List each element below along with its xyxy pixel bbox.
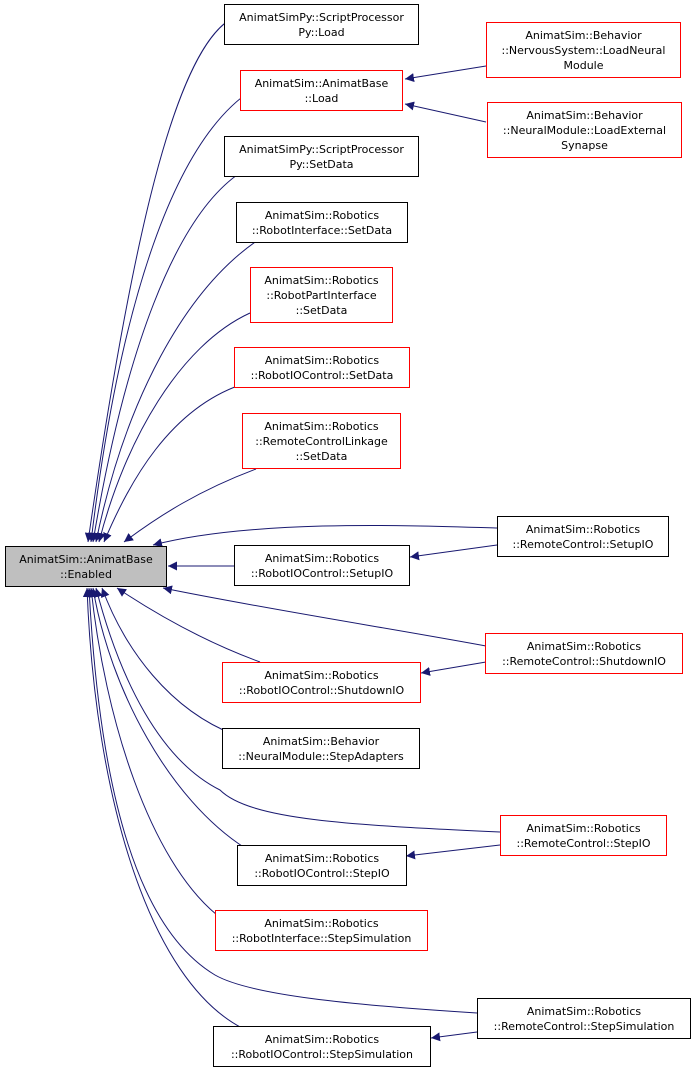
node-line: AnimatSim::Robotics [525, 522, 641, 536]
node-animatbase-enabled: AnimatSim::AnimatBase ::Enabled [5, 546, 167, 587]
edge-neuralmodule-animatbase-load [404, 101, 487, 123]
node-line: AnimatSim::Robotics [264, 419, 379, 433]
node-line: Py::SetData [289, 157, 354, 171]
node-line: Module [563, 58, 604, 72]
edge-scriptproc-setdata [90, 174, 238, 543]
node-robotiocontrol-stepio[interactable]: AnimatSim::Robotics ::RobotIOControl::St… [237, 845, 407, 886]
edge-remotecontrol-setupio-robotio [409, 544, 498, 561]
node-line: AnimatSim::Behavior [526, 108, 643, 122]
node-robotiocontrol-stepsimulation[interactable]: AnimatSim::Robotics ::RobotIOControl::St… [213, 1026, 431, 1067]
edge-robotiocontrol-shutdownio [116, 587, 261, 663]
node-line: AnimatSim::Robotics [526, 821, 641, 835]
node-line: AnimatSim::Robotics [264, 1032, 380, 1046]
node-line: ::RobotInterface::StepSimulation [231, 931, 412, 945]
edge-nervoussystem-animatbase-load [404, 65, 487, 83]
edge-remotecontrol-stepio-root [93, 587, 501, 833]
node-line: ::SetData [295, 449, 348, 463]
node-line: ::RobotPartInterface [266, 288, 377, 302]
node-line: Py::Load [298, 25, 345, 39]
node-line: ::RobotIOControl::ShutdownIO [238, 683, 405, 697]
edge-robotinterface-stepsimulation [87, 587, 218, 916]
node-neuralmodule-loadexternalsynapse[interactable]: AnimatSim::Behavior ::NeuralModule::Load… [487, 102, 682, 158]
node-line: AnimatSim::Robotics [264, 208, 380, 222]
edge-remotecontrol-setupio-root [152, 524, 498, 548]
node-line: ::RemoteControlLinkage [255, 434, 388, 448]
node-remotecontrol-stepio[interactable]: AnimatSim::Robotics ::RemoteControl::Ste… [500, 815, 667, 856]
node-scriptprocessorpy-load[interactable]: AnimatSimPy::ScriptProcessor Py::Load [224, 4, 419, 45]
edge-remotecontrol-stepio-robotio [405, 844, 501, 860]
node-line: AnimatSim::Robotics [264, 551, 380, 565]
node-line: AnimatSim::Robotics [264, 851, 380, 865]
node-line: AnimatSim::Robotics [526, 1004, 642, 1018]
node-line: Synapse [561, 138, 608, 152]
edge-robotiocontrol-setdata [103, 384, 241, 543]
edge-robotinterface-setdata [93, 239, 259, 543]
node-line: ::Load [304, 91, 339, 105]
edge-remotecontrollinkage-setdata [123, 468, 257, 543]
node-line: ::NeuralModule::StepAdapters [238, 749, 404, 763]
node-line: ::RemoteControl::StepIO [516, 836, 651, 850]
node-line: ::NervousSystem::LoadNeural [501, 43, 666, 57]
node-line: ::RobotIOControl::StepSimulation [230, 1047, 414, 1061]
node-line: AnimatSimPy::ScriptProcessor [239, 142, 404, 156]
node-line: AnimatSim::Robotics [526, 639, 642, 653]
node-neuralmodule-stepadapters[interactable]: AnimatSim::Behavior ::NeuralModule::Step… [222, 728, 420, 769]
node-line: AnimatSim::Robotics [264, 668, 379, 682]
node-line: AnimatSimPy::ScriptProcessor [239, 10, 404, 24]
node-line: AnimatSim::Behavior [262, 734, 380, 748]
edge-robotiocontrol-stepsimulation [82, 587, 243, 1029]
edge-remotecontrol-shutdownio-root [162, 585, 487, 647]
node-animatbase-load[interactable]: AnimatSim::AnimatBase ::Load [240, 70, 403, 111]
edge-remotecontrol-shutdownio-robotio [420, 661, 487, 676]
node-remotecontrol-stepsimulation[interactable]: AnimatSim::Robotics ::RemoteControl::Ste… [477, 998, 691, 1039]
node-line: AnimatSim::AnimatBase [19, 552, 153, 566]
node-robotiocontrol-setdata[interactable]: AnimatSim::Robotics ::RobotIOControl::Se… [234, 347, 410, 388]
edge-robotpartinterface-setdata [96, 312, 251, 543]
node-remotecontrol-setupio[interactable]: AnimatSim::Robotics ::RemoteControl::Set… [497, 516, 669, 557]
edge-remotecontrol-stepsimulation-robotio [430, 1031, 478, 1042]
node-line: ::RobotIOControl::StepIO [254, 866, 390, 880]
node-robotinterface-stepsimulation[interactable]: AnimatSim::Robotics ::RobotInterface::St… [215, 910, 428, 951]
node-line: AnimatSim::Robotics [264, 353, 380, 367]
node-robotiocontrol-shutdownio[interactable]: AnimatSim::Robotics ::RobotIOControl::Sh… [222, 662, 421, 703]
node-line: ::RobotIOControl::SetupIO [250, 566, 394, 580]
node-line: ::RemoteControl::ShutdownIO [502, 654, 666, 668]
edge-remotecontrol-stepsimulation-root [84, 587, 478, 1014]
node-line: ::SetData [295, 303, 348, 317]
node-line: ::NeuralModule::LoadExternal [502, 123, 667, 137]
node-scriptprocessorpy-setdata[interactable]: AnimatSimPy::ScriptProcessor Py::SetData [224, 136, 419, 177]
node-remotecontrollinkage-setdata[interactable]: AnimatSim::Robotics ::RemoteControlLinka… [242, 413, 401, 469]
node-line: AnimatSim::Behavior [525, 28, 642, 42]
node-nervoussystem-loadneuralmodule[interactable]: AnimatSim::Behavior ::NervousSystem::Loa… [486, 22, 681, 78]
node-remotecontrol-shutdownio[interactable]: AnimatSim::Robotics ::RemoteControl::Shu… [485, 633, 683, 674]
node-line: ::Enabled [60, 567, 112, 581]
edge-robotiocontrol-stepio [90, 587, 246, 849]
node-line: ::RemoteControl::SetupIO [512, 537, 654, 551]
node-line: AnimatSim::Robotics [264, 273, 379, 287]
node-robotinterface-setdata[interactable]: AnimatSim::Robotics ::RobotInterface::Se… [236, 202, 408, 243]
node-line: AnimatSim::AnimatBase [254, 76, 389, 90]
edge-neuralmodule-stepadapters [100, 587, 236, 736]
node-line: ::RobotInterface::SetData [251, 223, 393, 237]
node-line: AnimatSim::Robotics [264, 916, 379, 930]
node-robotiocontrol-setupio[interactable]: AnimatSim::Robotics ::RobotIOControl::Se… [234, 545, 410, 586]
edge-scriptproc-load [84, 15, 238, 543]
node-line: ::RemoteControl::StepSimulation [493, 1019, 675, 1033]
edge-animatbase-load [87, 89, 253, 543]
node-line: ::RobotIOControl::SetData [250, 368, 394, 382]
node-robotpartinterface-setdata[interactable]: AnimatSim::Robotics ::RobotPartInterface… [250, 267, 393, 323]
